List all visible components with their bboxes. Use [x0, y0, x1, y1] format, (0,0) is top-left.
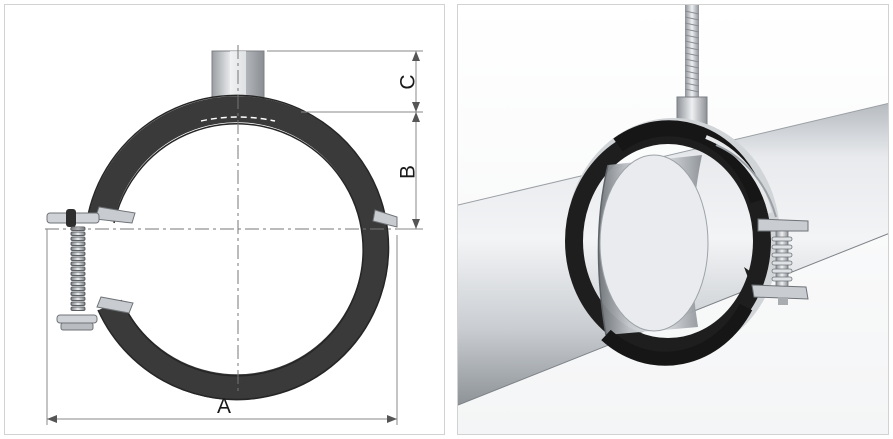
rubber-liner-ring: [87, 94, 390, 401]
band-ends: [94, 206, 398, 314]
dimension-lines: [46, 50, 423, 425]
installation-image-panel: [457, 4, 889, 435]
dimension-label-a: A: [217, 395, 231, 418]
closing-screw-assembly: [744, 218, 809, 305]
center-lines: [45, 45, 410, 393]
pipe-clamp-installed-photo: [458, 5, 888, 434]
clamp-ring: [565, 118, 780, 366]
pipe-clamp-drawing: C B A: [45, 45, 423, 425]
dimension-label-c: C: [397, 74, 420, 89]
closing-screw-assembly: [46, 209, 100, 331]
dimension-label-b: B: [397, 165, 420, 179]
technical-drawing-panel: C B A: [4, 4, 445, 435]
